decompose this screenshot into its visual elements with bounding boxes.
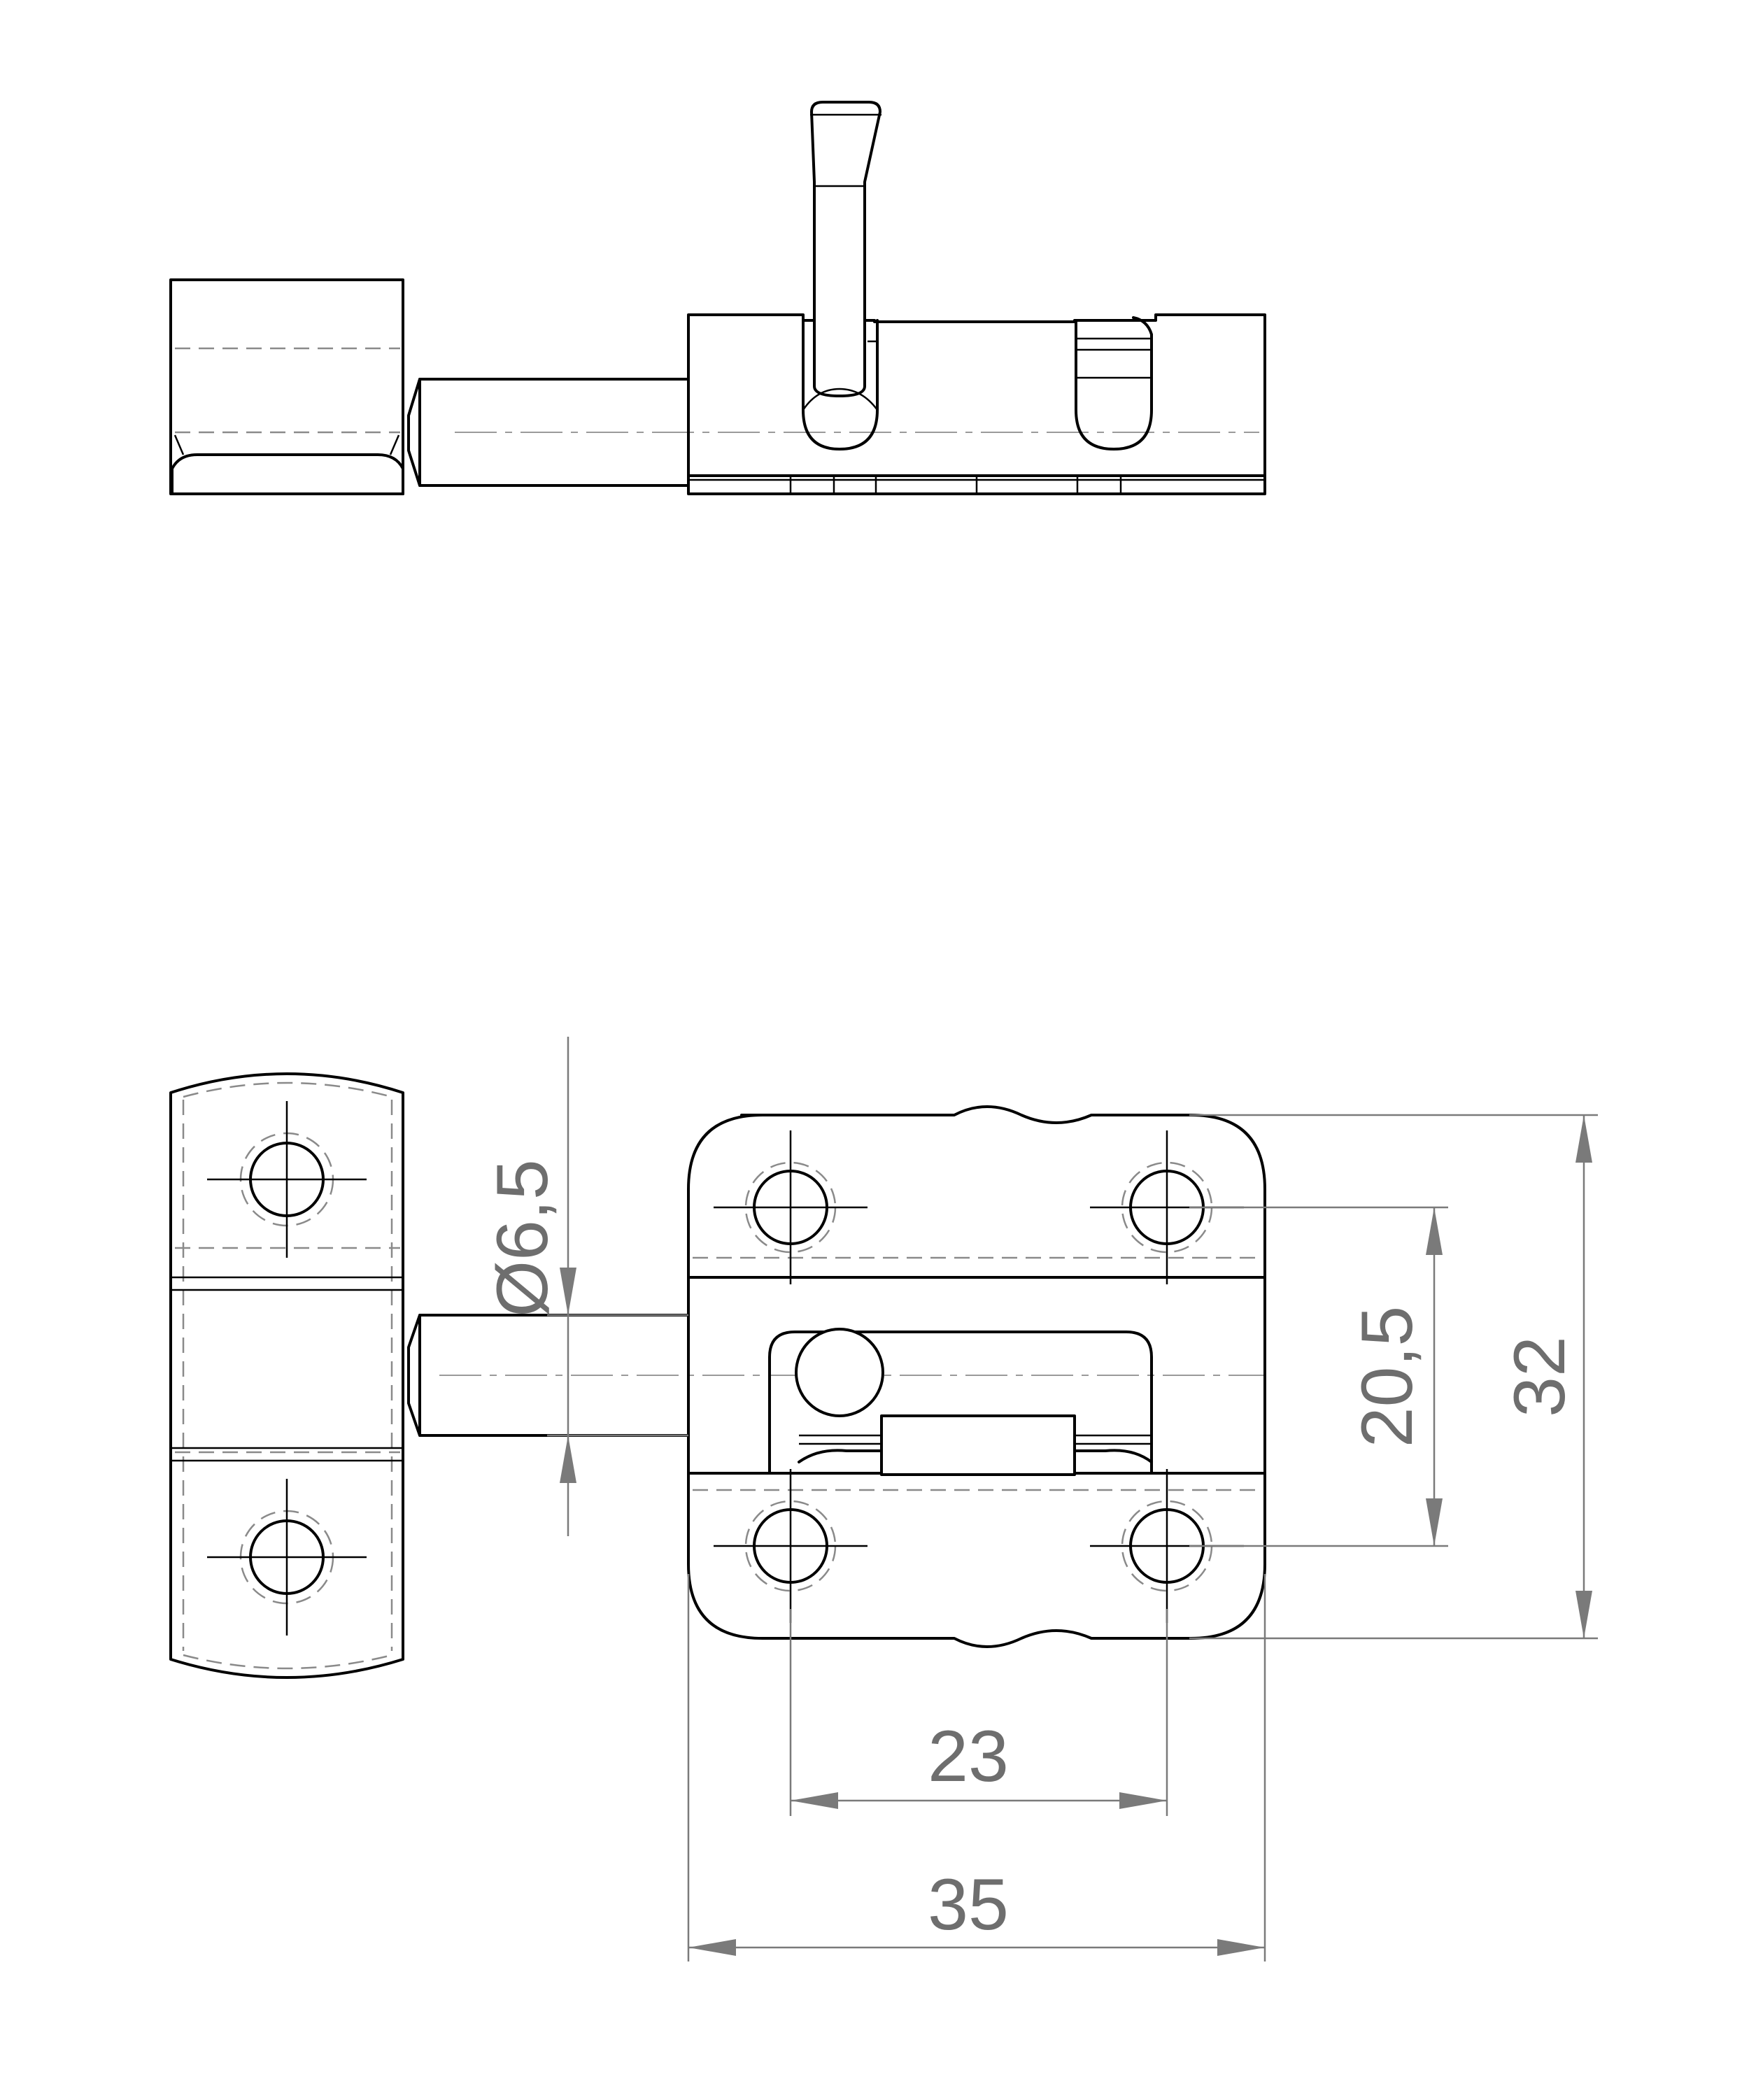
body-hole-bottom-left	[714, 1469, 868, 1623]
keeper-side-view	[169, 278, 404, 495]
dimension-text-pin-diameter: Ø6,5	[482, 1159, 563, 1317]
body-side-view	[687, 313, 1266, 495]
handle-knob-front-view	[795, 1328, 884, 1417]
body-front-view	[687, 1105, 1266, 1648]
handle-knob-side-view	[802, 101, 881, 411]
dimension-hole-spacing-horizontal: 23	[789, 1609, 1168, 1816]
dimension-overall-width: 35	[687, 1574, 1266, 1961]
keeper-front-view	[169, 1072, 404, 1679]
dimension-pin-diameter: Ø6,5	[482, 1037, 688, 1536]
dimension-text-overall-width: 35	[928, 1864, 1009, 1945]
keeper-hole-bottom	[207, 1479, 367, 1636]
keeper-hole-top	[207, 1101, 367, 1258]
dimension-overall-height: 32	[1189, 1114, 1598, 1640]
body-hole-top-left	[714, 1130, 868, 1284]
dimension-text-overall-height: 32	[1499, 1336, 1580, 1417]
dimension-text-hole-spacing-vertical: 20,5	[1347, 1306, 1428, 1447]
dimension-hole-spacing-vertical: 20,5	[1189, 1206, 1448, 1547]
dimensions: Ø6,5 20,5 32 23	[482, 1037, 1598, 1961]
front-view	[169, 1072, 1266, 1679]
top-view	[169, 101, 1266, 495]
dimension-text-hole-spacing-horizontal: 23	[928, 1716, 1009, 1797]
